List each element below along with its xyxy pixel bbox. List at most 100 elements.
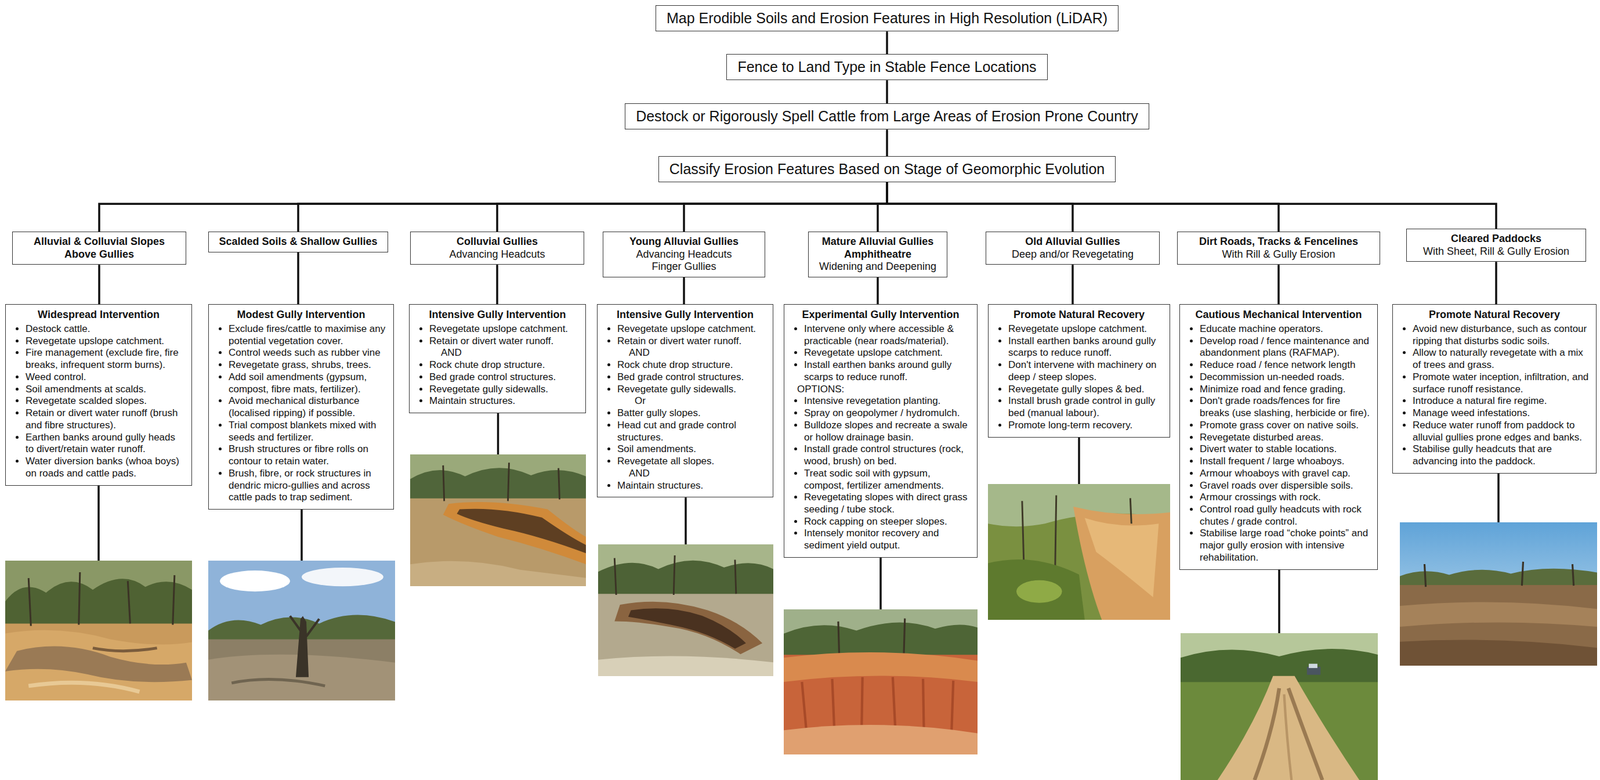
bullet-item: Head cut and grade control structures. xyxy=(617,419,767,444)
bullet-item: Bed grade control structures. xyxy=(617,371,767,384)
photo xyxy=(208,560,396,701)
bullet-list: Rock chute drop structure.Bed grade cont… xyxy=(603,359,767,396)
category-box: Alluvial & Colluvial Slopes Above Gullie… xyxy=(12,231,187,265)
connector xyxy=(887,182,1279,232)
intervention-heading: Promote Natural Recovery xyxy=(994,308,1164,322)
category-box: Mature Alluvial Gullies AmphitheatreWide… xyxy=(808,231,948,278)
photo xyxy=(598,544,774,676)
intervention-box: Widespread InterventionDestock cattle.Re… xyxy=(5,303,193,486)
bullet-list: Avoid new disturbance, such as contour r… xyxy=(1398,323,1591,468)
bullet-item: Revegetate upslope catchment. xyxy=(25,335,186,348)
connector xyxy=(887,182,1073,232)
bullet-item: Install earthen banks around gully scarp… xyxy=(804,359,972,383)
bullet-item: Reduce water runoff from paddock to allu… xyxy=(1412,419,1591,444)
bullet-item: Intervene only where accessible & practi… xyxy=(804,323,972,347)
bullet-item: Don't intervene with machinery on deep /… xyxy=(1008,359,1164,383)
photo-lead xyxy=(300,509,303,561)
bullet-list: Intervene only where accessible & practi… xyxy=(790,323,972,384)
connector xyxy=(297,252,300,304)
bullet-list: Intensive revegetation planting.Spray on… xyxy=(790,395,972,552)
photo xyxy=(5,560,193,701)
category-subtitle: Widening and Deepening xyxy=(813,260,943,274)
category-subtitle: Advancing Headcuts xyxy=(415,248,579,262)
photo-lead xyxy=(97,485,100,561)
intervention-heading: Promote Natural Recovery xyxy=(1398,308,1591,322)
intervention-box: Promote Natural RecoveryAvoid new distur… xyxy=(1392,303,1597,474)
category-heading: Old Alluvial Gullies xyxy=(990,235,1155,249)
bullet-list: Revegetate upslope catchment.Retain or d… xyxy=(603,323,767,347)
bullet-item: Revegetate gully sidewalls. xyxy=(429,383,580,396)
bullet-item: Revegetate grass, shrubs, trees. xyxy=(228,359,388,372)
bullet-item: Soil amendments at scalds. xyxy=(25,383,186,396)
bullet-list: Revegetate upslope catchment.Retain or d… xyxy=(415,323,580,347)
box-text: Destock or Rigorously Spell Cattle from … xyxy=(635,107,1139,126)
photo-lead xyxy=(1497,473,1500,523)
connector xyxy=(496,264,499,304)
bullet-item: Treat sodic soil with gypsum, compost, f… xyxy=(804,467,972,492)
category-subtitle: Advancing Headcuts xyxy=(607,248,760,262)
category-heading: Cleared Paddocks xyxy=(1411,232,1581,246)
bullet-item: Retain or divert water runoff (brush and… xyxy=(25,407,186,432)
intervention-box: Modest Gully InterventionExclude fires/c… xyxy=(208,303,394,510)
bullet-list: Batter gully slopes.Head cut and grade c… xyxy=(603,407,767,468)
intervention-heading: Experimental Gully Intervention xyxy=(790,308,972,322)
photo xyxy=(987,483,1171,620)
intervention-heading: Widespread Intervention xyxy=(11,308,186,322)
connector xyxy=(497,182,888,232)
category-heading: Young Alluvial Gullies xyxy=(607,235,760,249)
bullet-item: Revegetate gully sidewalls. xyxy=(617,383,767,396)
process-box: Fence to Land Type in Stable Fence Locat… xyxy=(726,53,1048,81)
bullet-item: Stabilise large road “choke points” and … xyxy=(1199,527,1372,564)
bullet-item: Minimize road and fence grading. xyxy=(1199,383,1372,396)
bullet-item: Maintain structures. xyxy=(617,479,767,492)
bullet-item: Avoid new disturbance, such as contour r… xyxy=(1412,323,1591,347)
category-box: Colluvial GulliesAdvancing Headcuts xyxy=(410,231,585,265)
category-box: Old Alluvial GulliesDeep and/or Revegeta… xyxy=(985,231,1160,265)
bullet-item: Install earthen banks around gully scarp… xyxy=(1008,335,1164,360)
bullet-item: Revegetate gully slopes & bed. xyxy=(1008,383,1164,396)
bullet-item: Revegetate disturbed areas. xyxy=(1199,431,1372,444)
connector xyxy=(877,182,888,232)
bullet-item: Retain or divert water runoff. xyxy=(429,335,580,348)
category-box: Cleared PaddocksWith Sheet, Rill & Gully… xyxy=(1406,228,1587,262)
box-text: Fence to Land Type in Stable Fence Locat… xyxy=(737,58,1037,76)
bullet-list: Revegetate upslope catchment.Install ear… xyxy=(994,323,1164,432)
category-heading: Mature Alluvial Gullies Amphitheatre xyxy=(813,235,943,261)
category-subtitle: With Rill & Gully Erosion xyxy=(1182,248,1375,262)
intervention-heading: Cautious Mechanical Intervention xyxy=(1185,308,1372,322)
intervention-box: Experimental Gully InterventionIntervene… xyxy=(783,303,978,558)
box-text: Classify Erosion Features Based on Stage… xyxy=(669,160,1105,179)
bullet-item: Revegetate upslope catchment. xyxy=(1008,323,1164,336)
bullet-item: Stabilise gully headcuts that are advanc… xyxy=(1412,443,1591,468)
photo-lead xyxy=(879,557,882,610)
bullet-item: Revegetate upslope catchment. xyxy=(429,323,580,336)
photo xyxy=(410,454,586,586)
category-subtitle: Deep and/or Revegetating xyxy=(990,248,1155,262)
bullet-item: Don't grade roads/fences for fire breaks… xyxy=(1199,395,1372,419)
category-heading: Alluvial & Colluvial Slopes Above Gullie… xyxy=(17,235,182,261)
intervention-box: Promote Natural RecoveryRevegetate upslo… xyxy=(987,303,1171,438)
bullet-item: Promote water inception, infiltration, a… xyxy=(1412,371,1591,396)
photo xyxy=(1180,632,1378,780)
bullet-item: Destock cattle. xyxy=(25,323,186,336)
bullet-item: Install brush grade control in gully bed… xyxy=(1008,395,1164,419)
bullet-item: Brush, fibre, or rock structures in dend… xyxy=(228,467,388,504)
bullet-item: Decommission un-needed roads. xyxy=(1199,371,1372,384)
connector-word: AND xyxy=(603,346,767,360)
connector-word: AND xyxy=(603,467,767,480)
connector xyxy=(887,182,1497,229)
connector xyxy=(885,129,889,157)
bullet-item: Revegetate upslope catchment. xyxy=(617,323,767,336)
bullet-item: Trial compost blankets mixed with seeds … xyxy=(228,419,388,444)
bullet-item: Exclude fires/cattle to maximise any pot… xyxy=(228,323,388,347)
bullet-item: Bulldoze slopes and recreate a swale or … xyxy=(804,419,972,444)
bullet-item: Install grade control structures (rock, … xyxy=(804,443,972,468)
bullet-item: Rock chute drop structure. xyxy=(617,359,767,372)
connector xyxy=(298,182,888,232)
connector xyxy=(876,277,879,304)
bullet-item: Batter gully slopes. xyxy=(617,407,767,420)
bullet-item: Control weeds such as rubber vine xyxy=(228,346,388,360)
connector xyxy=(98,264,101,304)
bullet-item: Educate machine operators. xyxy=(1199,323,1372,336)
bullet-list: Educate machine operators.Develop road /… xyxy=(1185,323,1372,564)
